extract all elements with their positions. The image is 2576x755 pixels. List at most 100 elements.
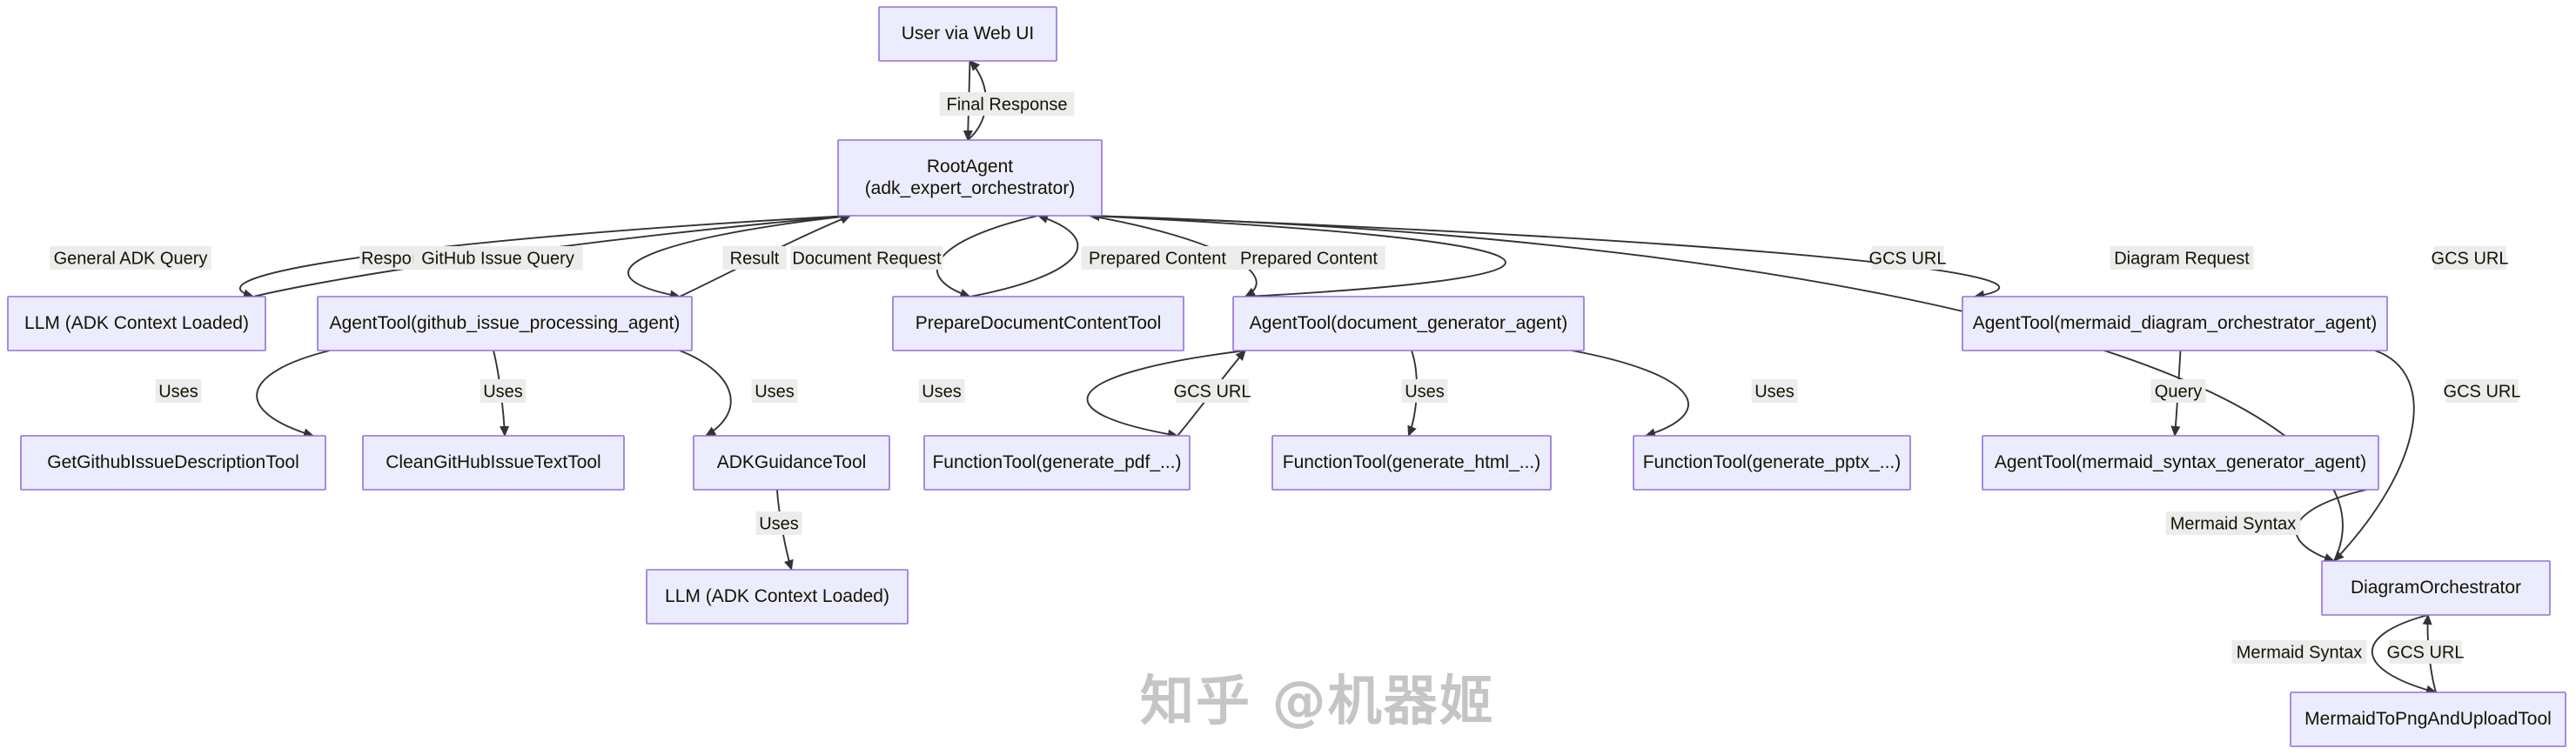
edge-label-adk_guidance-to-llm_guidance: Uses xyxy=(755,511,802,535)
edge-label-background xyxy=(755,511,802,535)
node-llm_general[interactable]: LLM (ADK Context Loaded) xyxy=(7,296,266,351)
edge-label-background xyxy=(1081,246,1234,270)
edge-label-doc_agenttool-to-fn_pptx: Uses xyxy=(1751,379,1798,403)
edge-label-text: GCS URL xyxy=(1174,382,1251,401)
node-box xyxy=(1982,435,2379,491)
edge-label-background xyxy=(722,246,787,270)
node-fn_pptx[interactable]: FunctionTool(generate_pptx_...) xyxy=(1633,435,1911,491)
node-box xyxy=(2321,560,2551,616)
node-get_gh_desc[interactable]: GetGithubIssueDescriptionTool xyxy=(20,435,326,491)
edge-label-background xyxy=(2389,640,2462,664)
node-label: AgentTool(mermaid_syntax_generator_agent… xyxy=(1995,452,2366,472)
node-mermaid_to_png[interactable]: MermaidToPngAndUploadTool xyxy=(2290,692,2566,747)
edge-label-root-to-mermaid_orch: Diagram Request xyxy=(2110,246,2254,270)
edge-label-background xyxy=(155,379,202,403)
edge-label-text: Uses xyxy=(1405,382,1445,401)
node-label: MermaidToPngAndUploadTool xyxy=(2304,709,2552,729)
edge-label-background xyxy=(480,379,527,403)
edge-label-text: GCS URL xyxy=(1869,249,1947,268)
node-label: AgentTool(github_issue_processing_agent) xyxy=(330,313,681,333)
edge-root-to-gh_agenttool xyxy=(627,215,851,300)
edge-label-text: Prepared Content xyxy=(1089,249,1226,268)
node-adk_guidance[interactable]: ADKGuidanceTool xyxy=(693,435,890,491)
node-mermaid_orch[interactable]: AgentTool(mermaid_diagram_orchestrator_a… xyxy=(1962,296,2388,351)
node-box xyxy=(2290,692,2566,747)
node-llm_guidance[interactable]: LLM (ADK Context Loaded) xyxy=(646,569,909,625)
node-box xyxy=(878,6,1057,62)
edge-root-to-mermaid_orch xyxy=(1089,215,2001,300)
node-label: AgentTool(mermaid_diagram_orchestrator_a… xyxy=(1973,313,2378,333)
node-label: FunctionTool(generate_html_...) xyxy=(1283,452,1541,472)
edge-gh_agenttool-to-get_gh_desc xyxy=(256,350,331,438)
node-diagram_orch[interactable]: DiagramOrchestrator xyxy=(2321,560,2551,616)
node-fn_pdf[interactable]: FunctionTool(generate_pdf_...) xyxy=(923,435,1191,491)
edge-label-background xyxy=(1176,379,1249,403)
node-label: LLM (ADK Context Loaded) xyxy=(665,586,889,606)
edge-gh_agenttool-to-adk_guidance xyxy=(679,350,732,437)
edge-label-background xyxy=(50,246,211,270)
edge-label-text: GCS URL xyxy=(2432,249,2509,268)
node-label: AgentTool(document_generator_agent) xyxy=(1250,313,1567,333)
edge-label-gh_agenttool-to-get_gh_desc: Uses xyxy=(155,379,202,403)
node-syntax_agent[interactable]: AgentTool(mermaid_syntax_generator_agent… xyxy=(1982,435,2379,491)
edge-label-mermaid_orch-to-syntax_agent: Query xyxy=(2150,379,2206,403)
edge-label-root-to-prep_doc: Document Request xyxy=(790,246,943,270)
edge-label-background xyxy=(939,92,1075,116)
edge-doc_agenttool-to-fn_pptx xyxy=(1571,350,1689,438)
edge-label-text: GCS URL xyxy=(2387,643,2465,662)
edge-label-syntax_agent-to-diagram_orch: Mermaid Syntax xyxy=(2165,511,2301,535)
edge-label-background xyxy=(2110,246,2254,270)
edge-label-background xyxy=(1401,379,1448,403)
node-gh_agenttool[interactable]: AgentTool(github_issue_processing_agent) xyxy=(317,296,693,351)
node-user[interactable]: User via Web UI xyxy=(878,6,1057,62)
edge-label-text: Diagram Request xyxy=(2114,249,2250,268)
edge-doc_agenttool-to-root xyxy=(1088,210,1506,297)
node-label: FunctionTool(generate_pptx_...) xyxy=(1643,452,1902,472)
edge-label-text: Uses xyxy=(759,514,799,533)
edge-label-background xyxy=(1232,246,1385,270)
edge-label-text: Document Request xyxy=(792,249,942,268)
node-box xyxy=(7,296,266,351)
node-label: ADKGuidanceTool xyxy=(717,452,867,472)
node-label: PrepareDocumentContentTool xyxy=(916,313,1162,333)
edge-label-text: Mermaid Syntax xyxy=(2170,514,2297,533)
edge-label-text: General ADK Query xyxy=(54,249,208,268)
edge-doc_agenttool-to-fn_pdf xyxy=(1086,350,1246,439)
edge-label-background xyxy=(1751,379,1798,403)
edge-label-text: Uses xyxy=(755,382,795,401)
edge-label-background xyxy=(1871,246,1944,270)
node-doc_agenttool[interactable]: AgentTool(document_generator_agent) xyxy=(1232,296,1585,351)
edge-label-background xyxy=(2165,511,2301,535)
node-box xyxy=(892,296,1184,351)
node-fn_html[interactable]: FunctionTool(generate_html_...) xyxy=(1271,435,1552,491)
edge-label-root-to-gh_agenttool: GitHub Issue Query xyxy=(413,246,583,270)
edge-mermaid_orch-to-diagram_orch xyxy=(2333,350,2415,562)
node-clean_gh_text[interactable]: CleanGitHubIssueTextTool xyxy=(362,435,625,491)
edge-label-gh_agenttool-to-clean_gh_text: Uses xyxy=(480,379,527,403)
edge-label-diagram_orch-to-mermaid_to_png: Mermaid Syntax xyxy=(2231,640,2367,664)
edge-label-background xyxy=(918,379,965,403)
node-prep_doc[interactable]: PrepareDocumentContentTool xyxy=(892,296,1184,351)
edge-prep_doc-to-root xyxy=(969,214,1079,297)
node-label: LLM (ADK Context Loaded) xyxy=(24,313,249,333)
edge-label-fn_pdf-to-doc_agenttool: GCS URL xyxy=(1174,379,1251,403)
node-root[interactable]: RootAgent(adk_expert_orchestrator) xyxy=(837,139,1103,217)
edge-label-gh_agenttool-to-root: Result xyxy=(722,246,787,270)
node-box xyxy=(1633,435,1911,491)
edge-label-text: Result xyxy=(730,249,780,268)
edge-label-text: GCS URL xyxy=(2444,382,2521,401)
node-label: User via Web UI xyxy=(902,23,1035,43)
edge-syntax_agent-to-diagram_orch xyxy=(2295,489,2367,563)
edge-label-mermaid_to_png-to-diagram_orch: GCS URL xyxy=(2387,640,2465,664)
nodes-layer: User via Web UI RootAgent(adk_expert_orch… xyxy=(7,6,2566,747)
node-label: RootAgent(adk_expert_orchestrator) xyxy=(865,157,1076,198)
edge-label-mermaid_orch-to-diagram_orch: GCS URL xyxy=(2444,379,2521,403)
node-label: CleanGitHubIssueTextTool xyxy=(386,452,600,472)
node-box xyxy=(20,435,326,491)
edge-label-text: Uses xyxy=(922,382,962,401)
edge-label-prep_doc-to-root: Prepared Content xyxy=(1081,246,1234,270)
node-box xyxy=(317,296,693,351)
edge-label-root-to-llm_general: General ADK Query xyxy=(50,246,211,270)
